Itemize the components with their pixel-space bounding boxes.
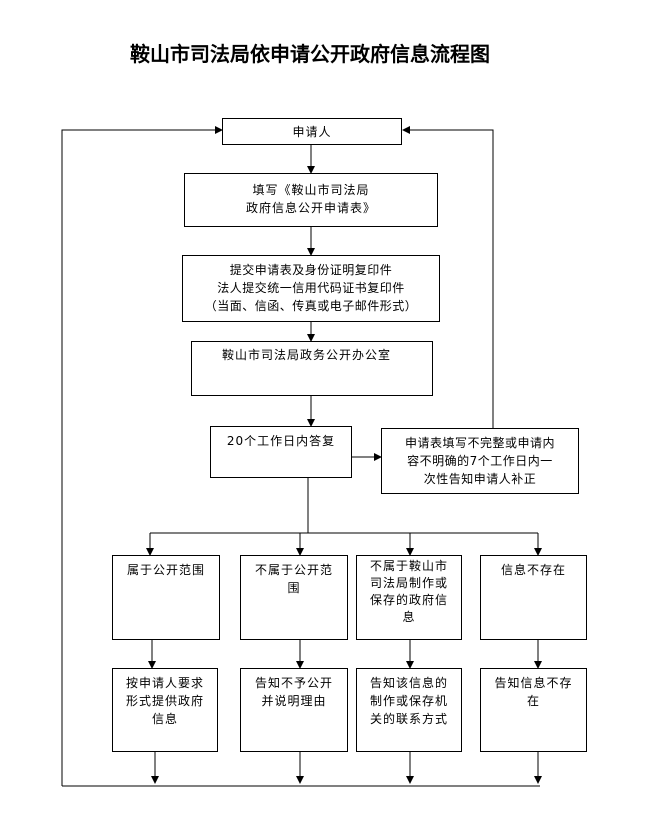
submit-box: 提交申请表及身份证明复印件 法人提交统一信用代码证书复印件 （当面、信函、传真或… — [182, 255, 440, 322]
category-not-public-box: 不属于公开范 围 — [240, 555, 348, 640]
supplement-box: 申请表填写不完整或申请内 容不明确的7个工作日内一 次性告知申请人补正 — [381, 428, 579, 494]
applicant-box: 申请人 — [222, 118, 402, 145]
office-box: 鞍山市司法局政务公开办公室 — [191, 341, 433, 396]
reply-box: 20个工作日内答复 — [210, 426, 352, 478]
result-not-ours-box: 告知该信息的 制作或保存机 关的联系方式 — [356, 668, 462, 752]
page-title: 鞍山市司法局依申请公开政府信息流程图 — [130, 42, 490, 66]
category-not-ours-box: 不属于鞍山市 司法局制作或 保存的政府信 息 — [356, 555, 462, 640]
category-not-exist-box: 信息不存在 — [480, 555, 587, 640]
result-not-exist-box: 告知信息不存 在 — [480, 668, 587, 752]
result-public-box: 按申请人要求 形式提供政府 信息 — [112, 668, 218, 752]
loop-bottom-to-applicant — [61, 126, 223, 786]
fill-form-box: 填写《鞍山市司法局 政府信息公开申请表》 — [184, 173, 438, 227]
loop-supplement-to-applicant — [402, 126, 494, 428]
result-not-public-box: 告知不予公开 并说明理由 — [240, 668, 348, 752]
category-public-box: 属于公开范围 — [112, 555, 220, 640]
